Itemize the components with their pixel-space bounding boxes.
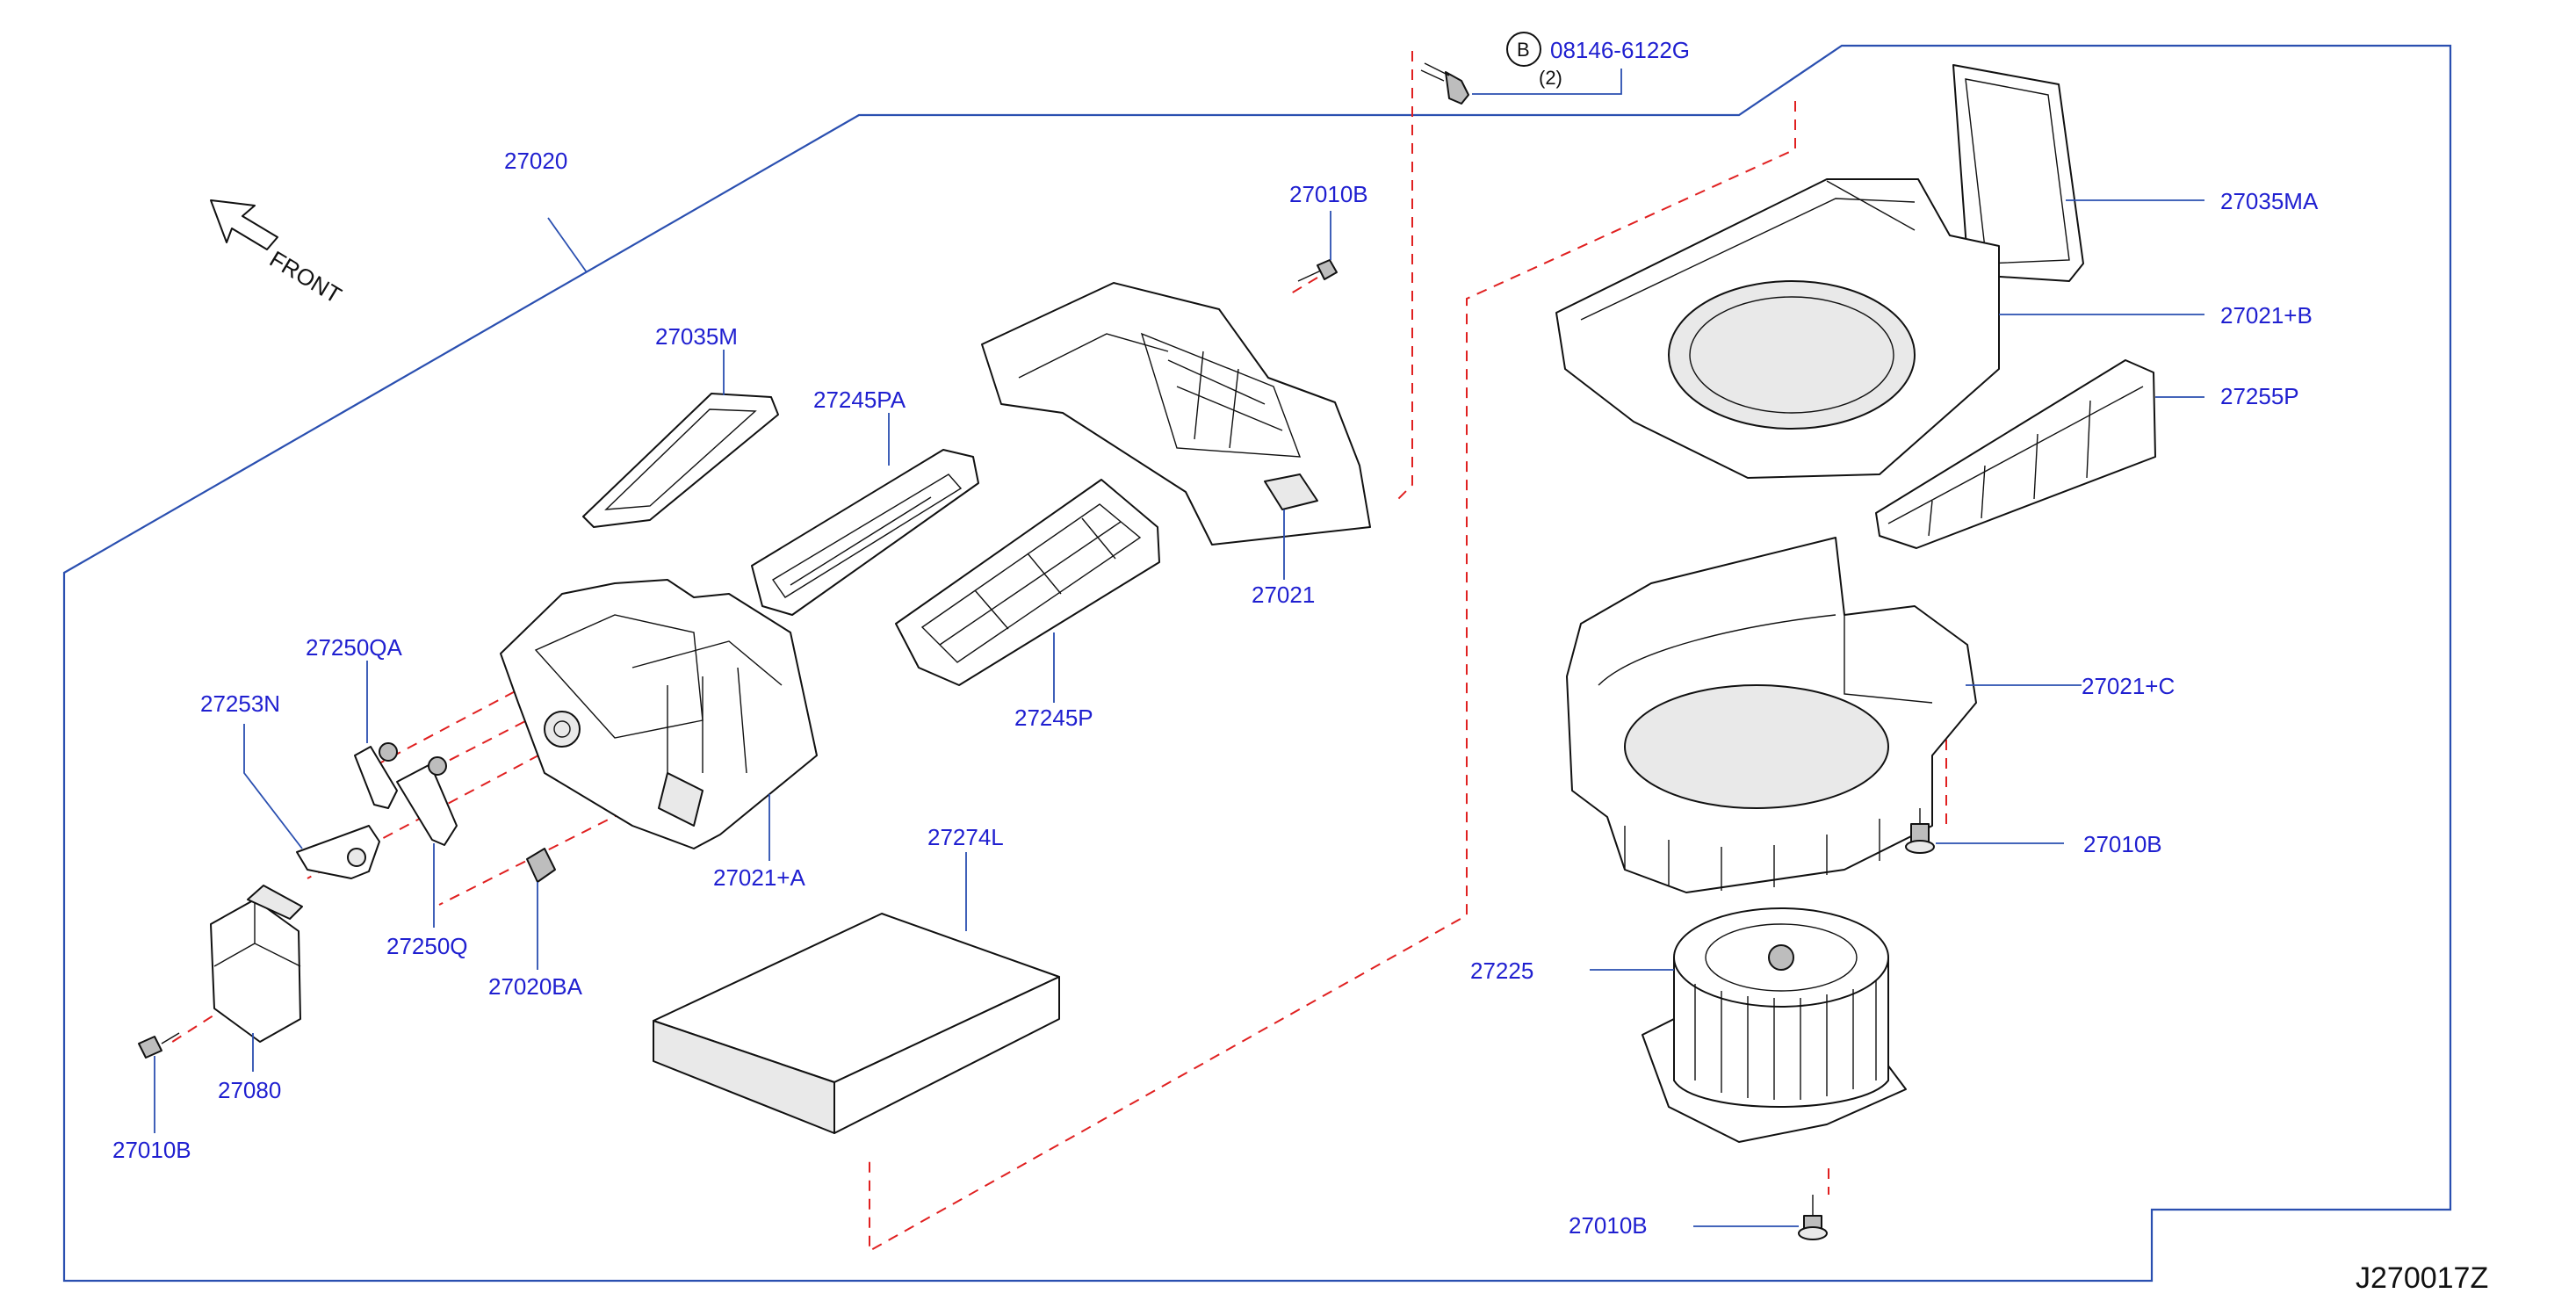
filter-27245p: 27245P: [895, 479, 1160, 731]
scroll-case-27021c: 27021+C: [1566, 537, 2175, 893]
lever-27250qa: 27250QA: [306, 634, 403, 809]
label-27035ma: 27035MA: [2220, 188, 2319, 214]
label-27021b: 27021+B: [2220, 302, 2313, 329]
lever-27250q: 27250Q: [386, 756, 468, 959]
blower-case-upper-27021b: 27021+B: [1555, 178, 2313, 479]
label-27010b-left: 27010B: [112, 1137, 191, 1163]
screw-27010b-bottom: 27010B: [1569, 1195, 1828, 1240]
label-27245pa: 27245PA: [813, 387, 906, 413]
screw-27010b-right: 27010B: [1905, 808, 2162, 857]
heater-unit-housing-27021a: 27021+A: [500, 579, 818, 891]
label-27245p: 27245P: [1014, 705, 1093, 731]
label-27225: 27225: [1470, 958, 1533, 984]
label-27274l: 27274L: [927, 824, 1004, 850]
assembly-frame: [62, 44, 2452, 1283]
diagram-reference-code: J270017Z: [2356, 1261, 2488, 1295]
link-27253n: 27253N: [200, 690, 380, 879]
label-27010b-top: 27010B: [1289, 181, 1368, 207]
seal-27035m: 27035M: [582, 323, 779, 528]
cabin-filter-27274l: 27274L: [653, 824, 1060, 1134]
intake-door-housing-27021: 27021: [981, 282, 1371, 608]
label-27020ba: 27020BA: [488, 973, 583, 1000]
clip-27020ba: 27020BA: [488, 848, 583, 1000]
bolt-type-letter: B: [1517, 39, 1530, 61]
front-label: FRONT: [265, 245, 346, 308]
filter-frame-27245pa: 27245PA: [751, 387, 979, 616]
label-27250qa: 27250QA: [306, 634, 403, 661]
screw-27010b-left: 27010B: [112, 1032, 191, 1163]
label-27253n: 27253N: [200, 690, 280, 717]
louver-panel-27255p: 27255P: [1875, 359, 2299, 549]
seal-27035ma: 27035MA: [1952, 64, 2319, 282]
bolt-quantity: (2): [1539, 67, 1562, 89]
label-27020: 27020: [504, 148, 567, 174]
label-27021c: 27021+C: [2082, 673, 2175, 699]
bolt-part-number: 08146-6122G: [1550, 37, 1690, 63]
label-27021: 27021: [1252, 582, 1315, 608]
screw-27010b-top: 27010B: [1289, 181, 1368, 282]
label-27010b-right: 27010B: [2083, 831, 2162, 857]
actuator-27080: 27080: [210, 885, 303, 1103]
blower-motor-27225: 27225: [1470, 907, 1907, 1143]
label-27255p: 27255P: [2220, 383, 2299, 409]
label-27021a: 27021+A: [713, 864, 805, 891]
label-27035m: 27035M: [655, 323, 738, 350]
bolt-08146-6122g: B 08146-6122G (2): [1420, 32, 1690, 105]
label-27080: 27080: [218, 1077, 281, 1103]
front-arrow-icon: FRONT: [210, 199, 346, 308]
label-27010b-bottom: 27010B: [1569, 1212, 1648, 1239]
label-27250q: 27250Q: [386, 933, 468, 959]
bolt-type-circle: [1506, 32, 1541, 67]
